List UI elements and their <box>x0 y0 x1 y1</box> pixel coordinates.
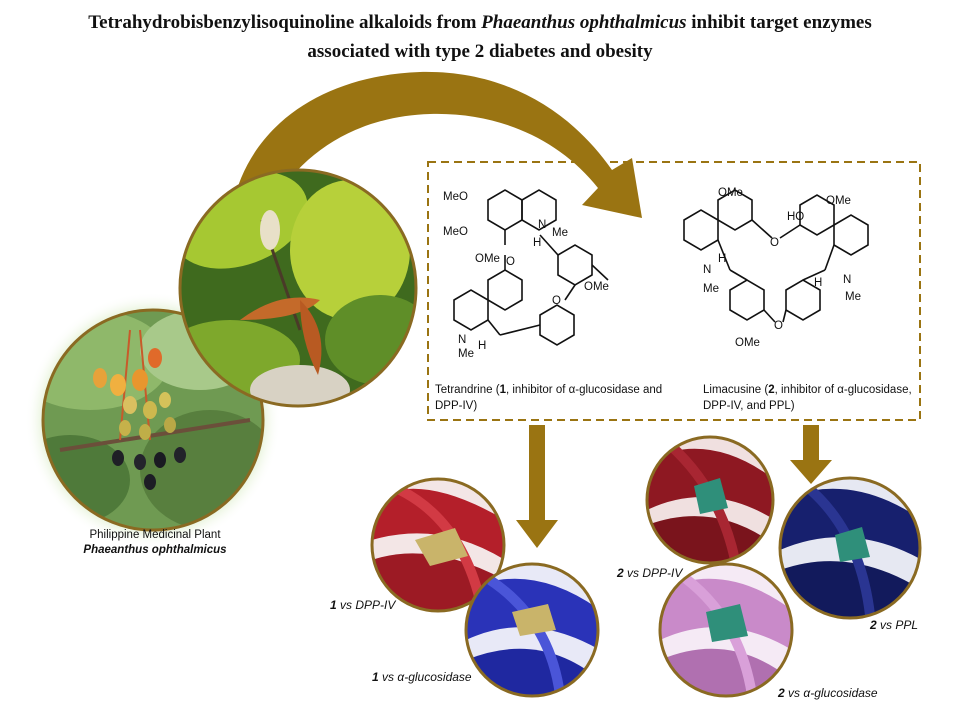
plant-label: Philippine Medicinal Plant <box>89 529 221 541</box>
t-o-1: O <box>506 256 515 268</box>
dl4-vs: vs <box>788 686 801 700</box>
docking-label-2-ppl: 2 vs PPL <box>870 618 918 632</box>
dl1-vs: vs <box>382 670 395 684</box>
limacusine-structure <box>683 189 869 323</box>
t-h-1: H <box>533 237 541 249</box>
plant-caption: Philippine Medicinal Plant Phaeanthus op… <box>60 528 250 558</box>
plant-photo-border <box>41 308 265 532</box>
docking-1-dpp4-border <box>370 477 506 613</box>
t-me-2: Me <box>458 348 474 360</box>
limacusine-caption: Limacusine (2, inhibitor of α-glucosidas… <box>703 382 918 414</box>
t-h-2: H <box>478 340 486 352</box>
title-line-1: Tetrahydrobisbenzylisoquinoline alkaloid… <box>0 8 960 37</box>
l-ome-1: OMe <box>718 187 743 199</box>
l-ome-2: OMe <box>826 195 851 207</box>
plant-species: Phaeanthus ophthalmicus <box>83 544 227 556</box>
structures-box <box>427 161 921 421</box>
limacusine-atom-labels: OMe OMe HO O N Me H N Me H O OMe <box>703 187 861 349</box>
l-o-1: O <box>770 237 779 249</box>
flower-photo <box>180 170 416 406</box>
limacusine-name: Limacusine ( <box>703 384 769 396</box>
tetrandrine-atom-labels: MeO MeO N Me H O OMe OMe O N Me H <box>443 191 609 360</box>
t-me-1: Me <box>552 227 568 239</box>
t-n-2: N <box>458 334 466 346</box>
dl3-target: PPL <box>895 618 919 632</box>
tetrandrine-desc: , inhibitor of α-glucosidase and DPP-IV) <box>435 384 663 412</box>
l-h-2: H <box>814 277 822 289</box>
t-n-1: N <box>538 219 546 231</box>
down-arrow-2 <box>790 425 832 484</box>
t-meo-2: MeO <box>443 226 468 238</box>
l-me-1: Me <box>703 283 719 295</box>
docking-2-dpp4-border <box>645 435 775 565</box>
title-line-2: associated with type 2 diabetes and obes… <box>307 41 653 62</box>
t-meo-1: MeO <box>443 191 468 203</box>
flower-photo-border <box>178 168 418 408</box>
title-species: Phaeanthus ophthalmicus <box>481 12 687 33</box>
curved-arrow <box>232 71 642 218</box>
dl1-compound: 1 <box>372 670 379 684</box>
docking-1-agluc-border <box>464 562 600 698</box>
dl0-vs: vs <box>340 598 353 612</box>
l-ho: HO <box>787 211 804 223</box>
dl2-vs: vs <box>627 566 640 580</box>
docking-2-ppl-image <box>780 478 920 618</box>
tetrandrine-number: 1 <box>499 384 506 396</box>
dl3-vs: vs <box>880 618 893 632</box>
dl3-compound: 2 <box>870 618 877 632</box>
limacusine-desc: , inhibitor of α-glucosidase, DPP-IV, an… <box>703 384 912 412</box>
l-o-2: O <box>774 320 783 332</box>
down-arrow-1 <box>516 425 558 548</box>
l-h-1: H <box>718 253 726 265</box>
tetrandrine-name: Tetrandrine ( <box>435 384 500 396</box>
docking-2-agluc-border <box>658 562 794 698</box>
docking-label-1-agluc: 1 vs α-glucosidase <box>372 670 472 684</box>
t-ome-2: OMe <box>584 281 609 293</box>
l-n-2: N <box>843 274 851 286</box>
l-n-1: N <box>703 264 711 276</box>
l-ome-3: OMe <box>735 337 760 349</box>
tetrandrine-caption: Tetrandrine (1, inhibitor of α-glucosida… <box>435 382 680 414</box>
docking-label-2-dpp4: 2 vs DPP-IV <box>617 566 682 580</box>
dl2-compound: 2 <box>617 566 624 580</box>
figure-title: Tetrahydrobisbenzylisoquinoline alkaloid… <box>0 8 960 66</box>
dl0-compound: 1 <box>330 598 337 612</box>
dl4-compound: 2 <box>778 686 785 700</box>
t-o-2: O <box>552 295 561 307</box>
dl1-target: α-glucosidase <box>397 670 472 684</box>
tetrandrine-structure <box>453 189 609 346</box>
l-me-2: Me <box>845 291 861 303</box>
dl4-target: α-glucosidase <box>803 686 878 700</box>
docking-2-ppl-border <box>778 476 922 620</box>
limacusine-number: 2 <box>768 384 775 396</box>
t-ome-1: OMe <box>475 253 500 265</box>
dl2-target: DPP-IV <box>642 566 683 580</box>
title-text-a: Tetrahydrobisbenzylisoquinoline alkaloid… <box>88 12 482 33</box>
docking-2-dpp4-image <box>647 437 773 563</box>
docking-label-1-dpp4: 1 vs DPP-IV <box>330 598 395 612</box>
docking-label-2-agluc: 2 vs α-glucosidase <box>778 686 878 700</box>
dl0-target: DPP-IV <box>355 598 396 612</box>
title-text-b: inhibit target enzymes <box>686 12 872 33</box>
